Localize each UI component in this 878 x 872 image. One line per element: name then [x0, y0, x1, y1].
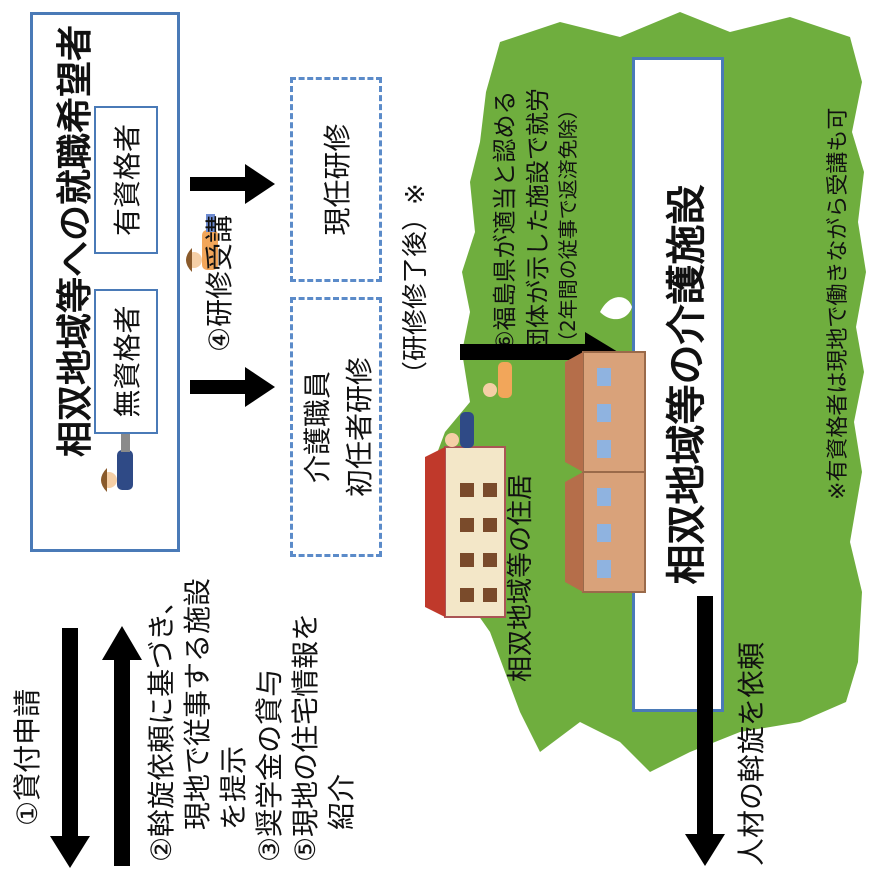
- arrow-request-placement: [685, 596, 725, 866]
- job-seekers-title: 相双地域等への就職希望者: [55, 24, 96, 457]
- housing-building-icon: [425, 446, 506, 618]
- region-map-inlet: [600, 297, 632, 320]
- facility-building-icon-1: [565, 471, 646, 593]
- housing-info-line-2: 紹介: [325, 773, 358, 830]
- housing-label: 相双地域等の住居: [506, 473, 536, 682]
- work-line-2: 団体が示した施設で就労: [524, 88, 552, 352]
- request-placement-label: 人材の斡旋を依頼: [735, 641, 768, 866]
- person-icon-qualified: [186, 214, 218, 272]
- work-line-3: （2年間の従事で返済免除）: [556, 99, 580, 352]
- training-step-label: ④研修受講: [203, 214, 236, 352]
- scholarship-label: ③奨学金の貸与: [253, 668, 286, 862]
- placement-line-2: 現地で従事する施設: [181, 577, 214, 830]
- arrow-placement: [102, 626, 142, 866]
- loan-application-label: ①貸付申請: [11, 688, 44, 826]
- arrow-loan-application: [50, 628, 90, 868]
- current-training-label: 現任研修: [321, 123, 354, 236]
- work-line-1: ⑥福島県が適当と認める: [491, 90, 519, 352]
- initial-training-line-2: 初任者研修: [343, 357, 376, 498]
- person-icon-resident-1: [445, 412, 474, 448]
- person-icon-resident-2: [483, 362, 512, 398]
- arrow-to-initial-training: [190, 367, 275, 407]
- placement-line-1: ②斡旋依頼に基づき、: [145, 586, 178, 862]
- qualified-label: 有資格者: [111, 124, 144, 237]
- person-icon-unqualified: [101, 434, 133, 492]
- initial-training-line-1: 介護職員: [301, 371, 334, 484]
- arrow-to-current-training: [190, 164, 275, 204]
- facility-building-icon-2: [565, 351, 646, 473]
- unqualified-label: 無資格者: [111, 305, 144, 418]
- qualified-note: ※有資格者は現地で働きながら受講も可: [826, 107, 851, 500]
- after-training-label: （研修修了後）※: [401, 183, 431, 387]
- housing-info-line-1: ⑤現地の住宅情報を: [289, 612, 322, 862]
- placement-line-3: を提示: [217, 745, 250, 830]
